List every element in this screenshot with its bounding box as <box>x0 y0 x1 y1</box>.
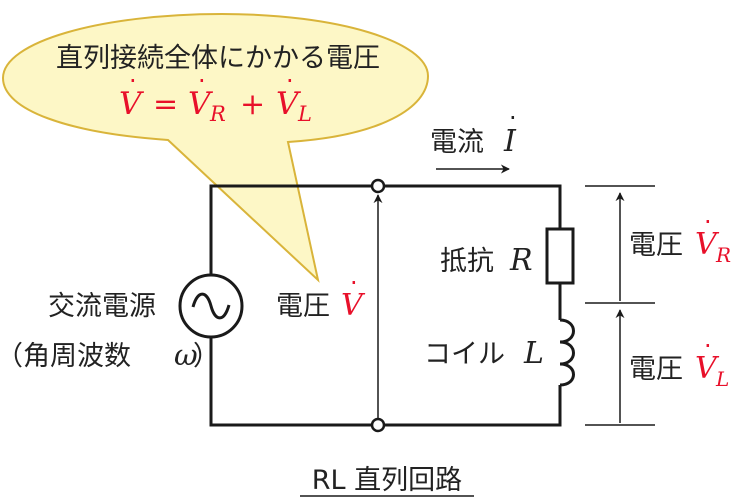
callout-eq-v: V <box>119 86 145 122</box>
voltage-r-sub: R <box>715 243 731 267</box>
resistor-symbol <box>545 227 575 285</box>
callout-eq-v-dot: · <box>129 67 137 95</box>
voltage-l-symbol: V <box>695 351 720 386</box>
callout-eq-vl: V <box>276 86 302 122</box>
coil-symbol <box>559 318 575 387</box>
coil-label: コイル <box>424 339 505 370</box>
current-indicator: 電流 I · <box>430 104 517 174</box>
callout-eq-vl-sub: L <box>297 102 312 126</box>
wire-top-right <box>384 184 562 229</box>
circuit-wires <box>209 184 562 427</box>
ac-source-symbol <box>178 273 244 339</box>
terminal-bottom <box>370 417 386 433</box>
current-label: 電流 <box>430 127 484 158</box>
measurement-guides <box>585 185 655 426</box>
wire-bottom-right <box>384 385 562 427</box>
callout-eq-vr-sub: R <box>209 102 226 126</box>
voltage-r-label: 電圧 <box>629 230 683 261</box>
voltage-r-dot: · <box>704 208 712 236</box>
diagram-caption: RL 直列回路 <box>312 465 462 496</box>
callout-eq-plus: + <box>240 87 265 122</box>
current-symbol: I <box>503 124 517 159</box>
source-note-open: （角周波数 <box>0 341 131 372</box>
voltage-total-label: 電圧 <box>276 291 330 322</box>
wire-left-top <box>209 184 372 275</box>
callout-eq-vr-dot: · <box>198 67 206 95</box>
voltage-l-sub: L <box>715 367 729 391</box>
callout-eq-vl-dot: · <box>286 67 294 95</box>
wire-left-bottom <box>209 337 372 427</box>
coil-symbol-letter: L <box>523 336 544 371</box>
callout-eq-equals: = <box>153 87 178 122</box>
callout-title: 直列接続全体にかかる電圧 <box>56 43 380 74</box>
source-note-close: ） <box>193 341 220 372</box>
ac-wave-icon <box>191 292 231 320</box>
voltage-r-symbol: V <box>695 227 720 262</box>
voltage-l-label: 電圧 <box>629 354 683 385</box>
callout-shape <box>1 12 430 283</box>
source-omega: ω <box>174 338 198 372</box>
resistor-label: 抵抗 <box>440 246 494 277</box>
resistor-symbol-letter: R <box>509 243 533 278</box>
callout-eq-vr: V <box>188 86 214 122</box>
voltage-total-symbol: V <box>341 288 366 323</box>
terminal-top <box>370 178 386 194</box>
current-symbol-dot: · <box>509 104 517 132</box>
voltage-l-dot: · <box>704 332 712 360</box>
callout-bubble: 直列接続全体にかかる電圧 V · = V · R + V · L <box>1 12 430 283</box>
voltage-total-dot: · <box>350 269 358 297</box>
source-label: 交流電源 <box>48 291 156 322</box>
